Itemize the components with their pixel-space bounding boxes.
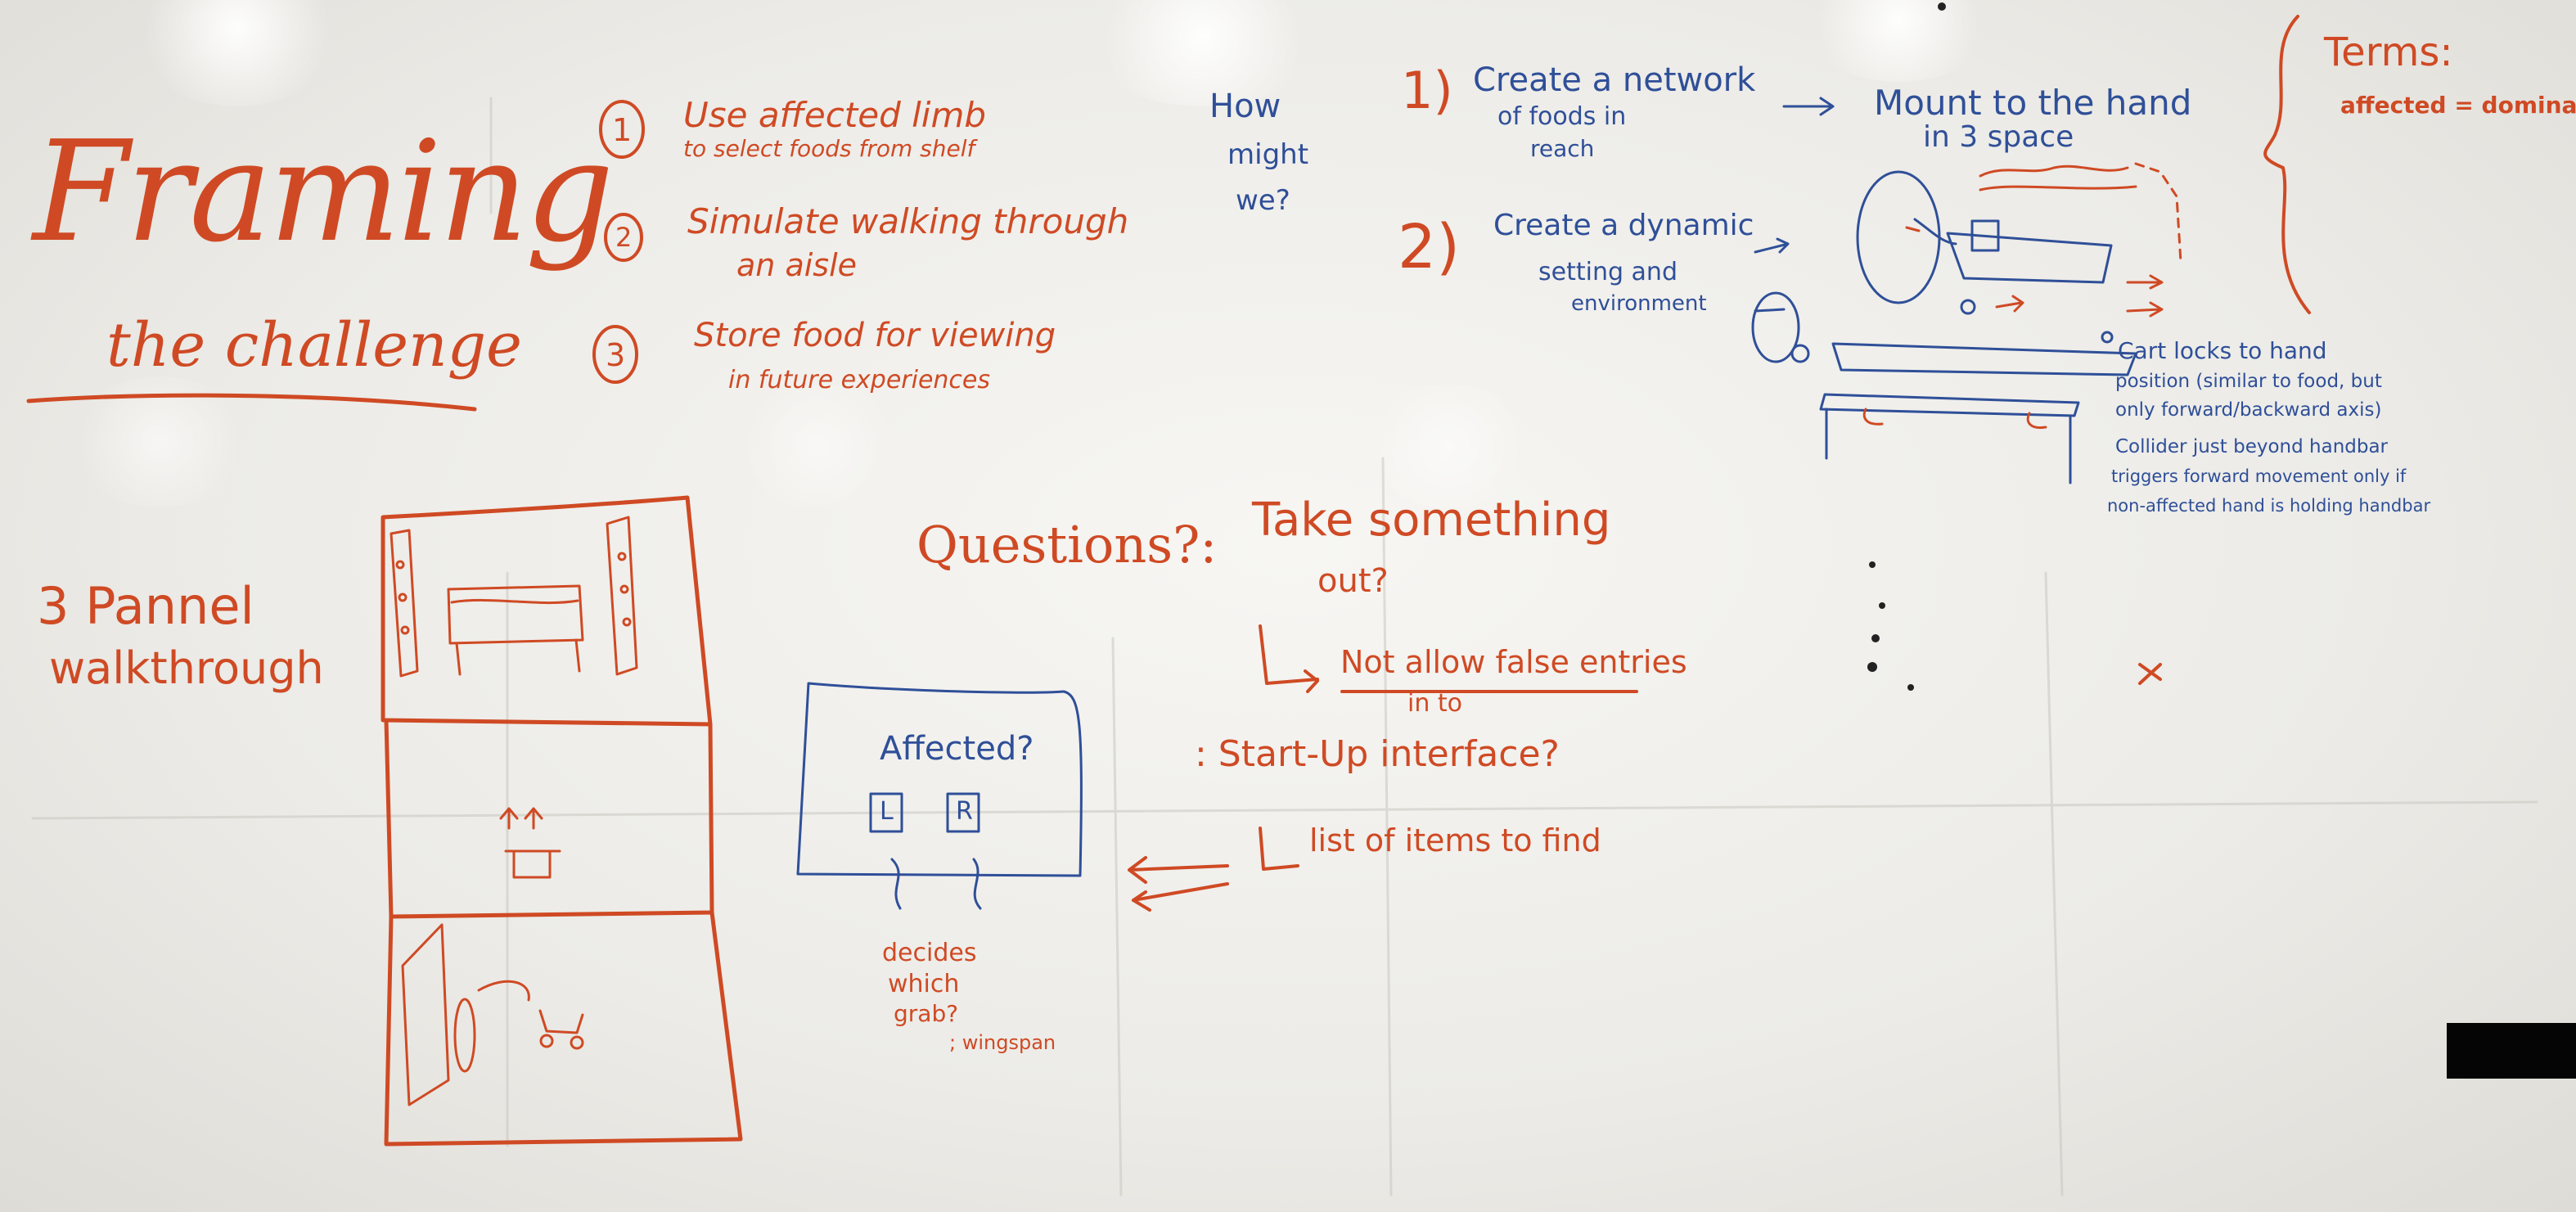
affected-note-2: which (888, 970, 960, 998)
question-2: : Start-Up interface? (1195, 733, 1560, 775)
storyboard-panel-3 (401, 923, 584, 1106)
step-3-line-1: Store food for viewing (694, 317, 1056, 354)
mount-line-1: Mount to the hand (1874, 83, 2192, 123)
affected-note-3: grab? (894, 1000, 959, 1027)
mount-line-2: in 3 space (1923, 120, 2074, 154)
light-glare (1080, 0, 1326, 106)
idea-2-line-3: environment (1571, 291, 1707, 316)
step-2-number: 2 (615, 222, 633, 253)
step-1-number: 1 (612, 112, 633, 148)
questions-label: Questions?: (916, 515, 1218, 574)
step-1-line-2: to select foods from shelf (683, 135, 975, 162)
question-1-answer-2: in to (1407, 689, 1463, 718)
step-2-line-2: an aisle (736, 247, 858, 283)
light-glare (728, 385, 908, 507)
idea-1-line-1: Create a network (1473, 61, 1756, 99)
terms-title: Terms: (2324, 29, 2453, 75)
storyboard-frame (381, 495, 743, 1147)
affected-note-1: decides (882, 939, 977, 967)
idea-1-number: 1) (1401, 61, 1453, 120)
step-circles (592, 100, 645, 384)
framing-title: Framing (33, 111, 614, 273)
cart-red-marks (1862, 162, 2182, 430)
idea-1-line-3: reach (1530, 135, 1595, 162)
step-1-line-1: Use affected limb (683, 95, 987, 135)
hmw-line-2: might (1227, 138, 1309, 171)
hmw-line-1: How (1209, 88, 1281, 125)
red-arrows (1128, 624, 2162, 912)
cart-note-3: only forward/backward axis) (2115, 399, 2382, 421)
storyboard-panel-1 (390, 516, 638, 678)
hmw-line-3: we? (1236, 184, 1290, 217)
framing-subtitle: the challenge (106, 310, 522, 381)
affected-box (796, 682, 1083, 910)
step-3-line-2: in future experiences (728, 366, 990, 394)
idea-2-number: 2) (1398, 212, 1460, 282)
terms-definition: affected = dominant (2340, 92, 2576, 119)
question-1-answer: Not allow false entries (1340, 644, 1687, 680)
cart-note-6: non-affected hand is holding handbar (2107, 496, 2431, 516)
question-1-line-2: out? (1317, 562, 1389, 600)
idea-2-line-2: setting and (1538, 258, 1678, 286)
framing-underline (26, 393, 477, 412)
storyboard-panel-2 (499, 807, 561, 879)
cart-note-5: triggers forward movement only if (2111, 466, 2407, 486)
light-glare (1358, 385, 1538, 507)
cart-note-2: position (similar to food, but (2115, 371, 2382, 392)
cart-sketch (1751, 170, 2137, 484)
question-2-answer: list of items to find (1309, 822, 1601, 858)
panel-title-2: walkthrough (49, 642, 324, 694)
panel-title-1: 3 Pannel (37, 576, 254, 636)
cart-note-1: Cart locks to hand (2118, 337, 2327, 364)
step-2-line-1: Simulate walking through (687, 201, 1129, 241)
affected-right-option: R (956, 797, 973, 826)
cart-note-4: Collider just beyond handbar (2115, 436, 2389, 457)
question-1-line-1: Take something (1252, 493, 1611, 547)
affected-note-4: ; wingspan (949, 1031, 1056, 1054)
affected-left-option: L (880, 797, 894, 826)
board-seams (31, 97, 2538, 1196)
marker-dots (1867, 2, 1946, 691)
idea-2-line-1: Create a dynamic (1493, 209, 1754, 242)
step-3-number: 3 (606, 337, 626, 373)
idea-1-line-2: of foods in (1497, 102, 1627, 131)
affected-title: Affected? (880, 730, 1034, 768)
blue-arrows (1754, 97, 1835, 313)
eraser (2447, 1023, 2576, 1079)
terms-brace (2263, 15, 2311, 314)
